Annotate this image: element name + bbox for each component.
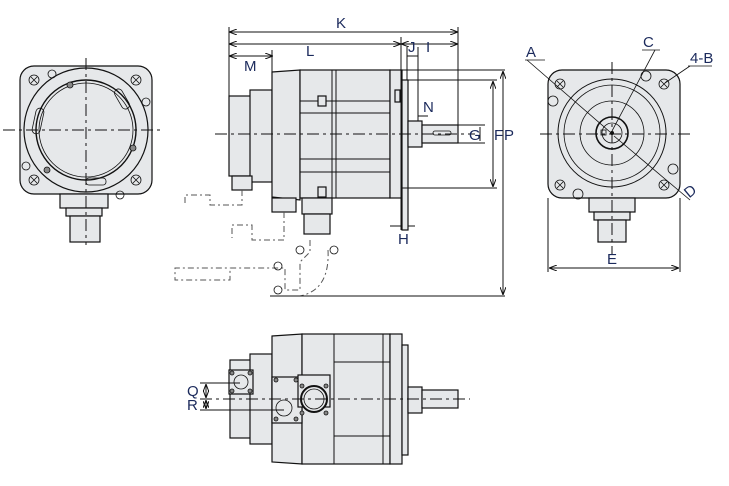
bolt [323, 410, 329, 416]
flange-tab [394, 89, 401, 103]
rear-connector-nut [65, 207, 103, 217]
power-connector-base [301, 197, 333, 215]
clamp-screw [295, 245, 305, 255]
bolt [247, 388, 253, 394]
bolt [273, 377, 279, 383]
clamp-screw [273, 261, 283, 271]
front-view [525, 49, 712, 272]
label-J: J [408, 39, 416, 56]
bottom-view [200, 333, 470, 465]
label-L: L [306, 43, 314, 60]
rear-view [3, 58, 160, 245]
bolt [293, 416, 299, 422]
power-cable-bend [299, 249, 329, 297]
label-I: I [426, 39, 430, 56]
brake-connector [271, 197, 297, 213]
shaft-key [432, 130, 452, 136]
rear-screw [141, 97, 151, 107]
encoder-connector [231, 175, 253, 191]
side-view [174, 69, 475, 297]
label-P: P [504, 127, 514, 144]
bolt [273, 416, 279, 422]
rear-screw [115, 190, 125, 200]
bolt [229, 370, 235, 376]
bottom-brake-connector [271, 376, 303, 424]
leader-D [613, 135, 691, 201]
label-4-B: 4-B [690, 50, 713, 67]
mounting-plate [401, 79, 409, 231]
brake-cable [231, 212, 285, 241]
label-E: E [607, 251, 617, 268]
label-M: M [244, 58, 257, 75]
label-G: G [469, 127, 481, 144]
bolt [299, 383, 305, 389]
clamp-screw [329, 245, 339, 255]
power-cable [174, 240, 311, 291]
rear-plate [271, 69, 301, 201]
label-H: H [398, 231, 409, 248]
body-boss [317, 186, 327, 198]
bottom-shaft-collar [407, 386, 423, 414]
rear-screw [21, 161, 31, 171]
rear-slot-left [31, 107, 45, 135]
rear-slot-right [114, 88, 130, 110]
brake-connector-socket [275, 399, 293, 417]
leader-A [526, 59, 611, 133]
rear-bolt [66, 81, 74, 89]
front-screw [547, 95, 559, 107]
bottom-mounting-plate [401, 344, 409, 456]
rear-screw [47, 69, 57, 79]
bolt [299, 410, 305, 416]
label-D: D [681, 181, 700, 201]
leader-C [611, 49, 656, 132]
rear-bolt [43, 166, 51, 174]
label-A: A [526, 44, 536, 61]
label-N: N [423, 99, 434, 116]
side-dimensions [228, 27, 505, 297]
rear-mount-holes [28, 74, 142, 186]
leader-B [664, 65, 691, 84]
label-R: R [187, 397, 198, 414]
rear-bolt [129, 144, 137, 152]
bolt [323, 383, 329, 389]
encoder-ring [249, 89, 273, 183]
label-F: F [494, 127, 503, 144]
clamp-screw [273, 285, 283, 295]
power-connector [303, 213, 331, 235]
label-K: K [336, 15, 346, 32]
body-boss [317, 95, 327, 107]
label-C: C [643, 34, 654, 51]
bolt [247, 370, 253, 376]
front-screw [667, 163, 679, 175]
keyway [600, 129, 607, 136]
rear-connector-base [59, 193, 109, 209]
label-Q: Q [187, 383, 199, 400]
encoder-connector-socket [233, 374, 249, 390]
encoder-cable [184, 190, 243, 206]
bolt [293, 377, 299, 383]
front-screw [572, 188, 584, 200]
bolt [229, 388, 235, 394]
rear-connector [69, 215, 101, 243]
